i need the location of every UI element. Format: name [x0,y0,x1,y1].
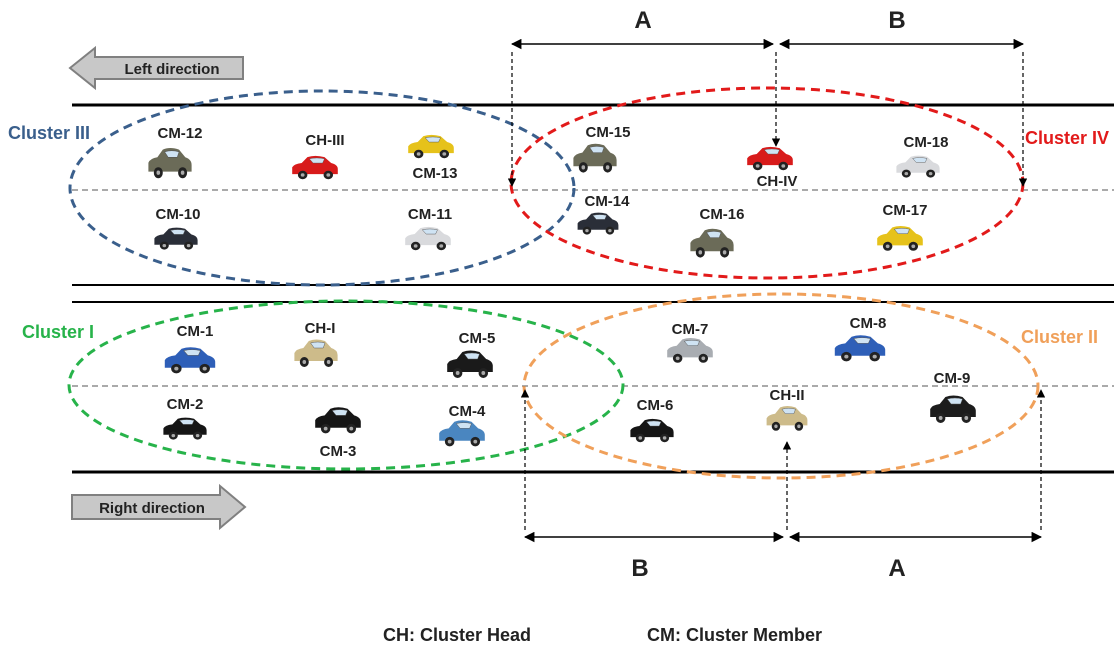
vehicle-cm-18: CM-18 [895,134,949,179]
vehicle-cm-15: CM-15 [572,124,631,174]
top-dimension-a-label: A [634,7,651,34]
vehicle-cm-14: CM-14 [577,193,630,236]
right-direction-arrow: Right direction [71,483,247,531]
vehicle-ch-ii: CH-II [766,387,808,432]
vehicle-cm-14-label: CM-14 [584,193,630,210]
vehicle-ch-iv-label: CH-IV [757,173,798,190]
car-icon [446,350,494,379]
cluster-i-boundary [67,299,625,471]
legend-cluster-member: CM: Cluster Member [647,625,822,645]
car-icon [689,228,735,259]
vehicle-cm-8: CM-8 [834,315,887,362]
vehicle-cm-10-label: CM-10 [155,206,200,223]
vehicle-cm-17-label: CM-17 [882,202,927,219]
cluster-ii-boundary [522,292,1040,480]
vehicle-cm-13-label: CM-13 [412,165,457,182]
vehicle-cm-15-label: CM-15 [585,124,630,141]
bottom-dimension-a-label: A [888,555,905,582]
car-icon [162,417,208,441]
bottom-dimension-b-label: B [631,555,648,582]
left-direction-label: Left direction [124,61,219,78]
vehicle-ch-i: CH-I [293,320,339,368]
vehicle-cm-3-label: CM-3 [320,443,357,460]
car-icon [766,405,808,432]
vehicle-cm-5-label: CM-5 [459,330,496,347]
car-icon [834,334,886,362]
vehicle-ch-iv: CH-IV [746,146,798,190]
car-icon [164,346,216,374]
car-icon [293,339,339,368]
car-icon [407,134,455,159]
vehicle-cm-11: CM-11 [404,206,452,251]
car-icon [314,406,362,434]
vehicle-cm-16-label: CM-16 [699,206,744,223]
vehicle-cm-11-label: CM-11 [408,206,452,223]
vehicle-cm-16: CM-16 [689,206,745,259]
vehicle-cm-12: CM-12 [147,125,203,179]
vehicle-cm-6-label: CM-6 [637,397,674,414]
vehicle-cm-4: CM-4 [438,403,486,447]
car-icon [666,337,714,364]
car-icon [895,155,941,179]
vehicle-cm-10: CM-10 [153,206,201,251]
car-icon [153,227,199,251]
cluster-iv-label: Cluster IV [1025,128,1109,148]
vehicle-cm-9-label: CM-9 [934,370,971,387]
vehicle-cm-12-label: CM-12 [157,125,202,142]
vehicle-cm-6: CM-6 [629,397,675,443]
car-icon [404,226,452,251]
vehicle-ch-iii-label: CH-III [305,132,344,149]
vehicle-cm-1: CM-1 [164,323,216,374]
car-icon [746,146,794,171]
vehicle-cm-7: CM-7 [666,321,714,364]
vehicle-cm-17: CM-17 [876,202,928,252]
top-dimension: A B [507,7,1028,187]
cluster-i-label: Cluster I [22,322,94,342]
top-dimension-b-label: B [888,7,905,34]
legend-cluster-head: CH: Cluster Head [383,625,531,645]
vehicle-ch-i-label: CH-I [305,320,336,337]
vehicle-cm-2: CM-2 [162,396,208,441]
vehicle-cm-9: CM-9 [929,370,977,424]
cluster-ii-label: Cluster II [1021,327,1098,347]
cluster-iii-label: Cluster III [8,123,90,143]
upper-road [72,103,1114,286]
vehicle-ch-iii: CH-III [291,132,345,180]
car-icon [291,155,339,180]
right-direction-label: Right direction [99,500,205,517]
vehicle-cm-1-label: CM-1 [177,323,214,340]
car-icon [572,143,618,174]
car-icon [929,395,977,424]
vehicle-cm-3: CM-3 [314,406,362,460]
lower-road [72,301,1114,474]
car-icon [438,419,486,447]
vehicle-cm-18-label: CM-18 [903,134,948,151]
vehicle-cm-4-label: CM-4 [449,403,486,420]
vehicle-cm-8-label: CM-8 [850,315,887,332]
vehicle-cm-13: CM-13 [407,134,458,182]
vehicle-cm-7-label: CM-7 [672,321,709,338]
car-icon [629,418,675,443]
car-icon [147,147,193,179]
vehicle-cm-2-label: CM-2 [167,396,204,413]
bottom-dimension: B A [520,389,1046,582]
car-icon [577,212,619,236]
vehicle-ch-ii-label: CH-II [770,387,805,404]
vehicle-cm-5: CM-5 [446,330,496,379]
car-icon [876,225,924,252]
cluster-iii-boundary [68,89,576,287]
left-direction-arrow: Left direction [68,45,244,91]
